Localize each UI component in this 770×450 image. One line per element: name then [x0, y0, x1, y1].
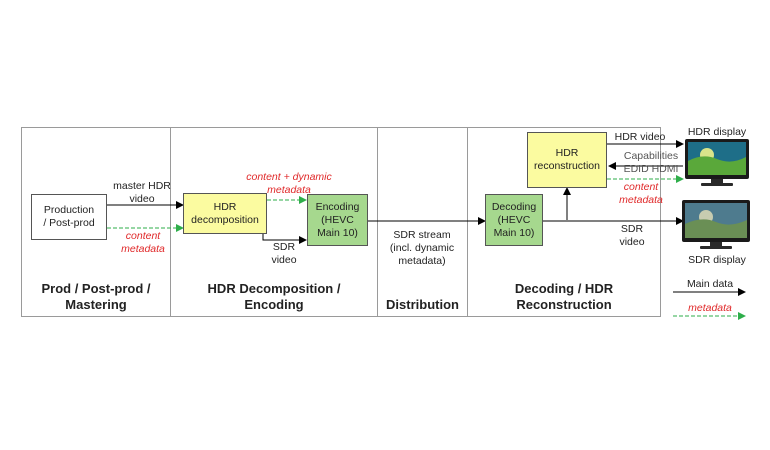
reconstruction-box: HDR reconstruction — [527, 132, 607, 188]
decomposition-box-label: HDR decomposition — [191, 200, 259, 226]
label-capabilities: Capabilities EDID HDMI — [623, 150, 679, 175]
encoding-box-label: Encoding (HEVC Main 10) — [315, 200, 360, 239]
label-content-dynamic-metadata: content + dynamic metadata — [246, 171, 332, 196]
label-hdr-display: HDR display — [687, 126, 747, 138]
label-sdr-video-mid: SDR video — [271, 241, 297, 266]
label-sdr-video-out: SDR video — [619, 223, 645, 248]
decoding-box: Decoding (HEVC Main 10) — [485, 194, 543, 246]
label-content-metadata-right: content metadata — [619, 181, 663, 206]
label-content-metadata-left: content metadata — [121, 230, 165, 255]
production-box: Production / Post-prod — [31, 194, 107, 240]
reconstruction-box-label: HDR reconstruction — [534, 147, 600, 172]
label-hdr-video-out: HDR video — [614, 131, 666, 143]
label-sdr-stream: SDR stream (incl. dynamic metadata) — [389, 229, 455, 267]
legend-main-data-label: Main data — [686, 278, 734, 290]
production-box-label: Production / Post-prod — [43, 204, 95, 229]
section-title-distribution: Distribution — [386, 297, 459, 312]
section-title-decoding: Decoding / HDR Reconstruction — [514, 281, 614, 312]
decoding-box-label: Decoding (HEVC Main 10) — [491, 200, 537, 239]
sdr-display-icon — [682, 200, 750, 250]
encoding-box: Encoding (HEVC Main 10) — [307, 194, 368, 246]
panel-distribution — [377, 127, 468, 317]
section-title-decomposition: HDR Decomposition / Encoding — [207, 281, 341, 312]
section-title-prod: Prod / Post-prod / Mastering — [41, 281, 151, 312]
decomposition-box: HDR decomposition — [183, 193, 267, 234]
arrow-sdr-video — [262, 234, 307, 244]
legend-metadata-label: metadata — [688, 302, 732, 314]
label-master-hdr-video: master HDR video — [113, 180, 171, 205]
hdr-display-icon — [685, 139, 749, 187]
label-sdr-display: SDR display — [688, 254, 746, 266]
